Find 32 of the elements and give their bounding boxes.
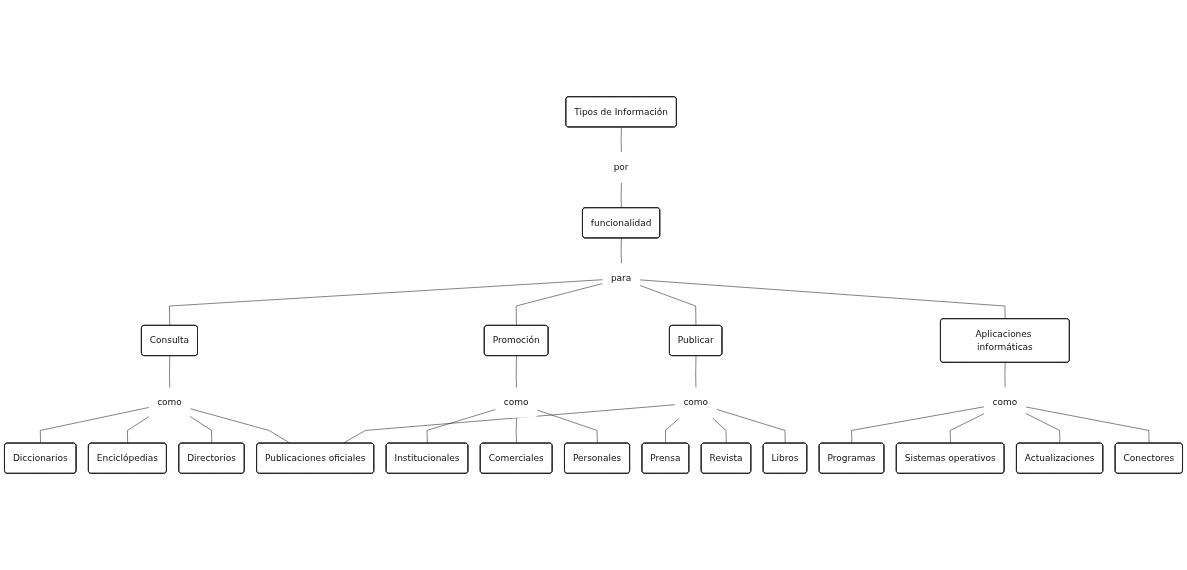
- connector: [1025, 406, 1150, 444]
- node-text: por: [613, 161, 629, 173]
- connector: [665, 417, 680, 444]
- connector: [1025, 413, 1061, 444]
- connector: [515, 417, 517, 444]
- connector: [515, 355, 517, 389]
- connector: [189, 416, 213, 444]
- connector: [127, 416, 150, 444]
- connector: [695, 355, 697, 389]
- node-box: como: [495, 387, 537, 418]
- node-text: como: [992, 397, 1018, 408]
- connector: [169, 279, 604, 326]
- connector: [426, 409, 497, 444]
- connector: [536, 409, 598, 444]
- connector: [639, 285, 697, 326]
- connector: [190, 408, 291, 444]
- connector: [949, 413, 985, 444]
- connector: [639, 279, 1006, 320]
- connector: [1004, 362, 1006, 389]
- connector: [620, 182, 622, 209]
- connector: [620, 237, 622, 264]
- node-text: para: [610, 272, 632, 284]
- connector: [716, 409, 786, 444]
- connector: [40, 407, 150, 444]
- connector: [342, 404, 676, 444]
- node-text: como: [157, 397, 182, 408]
- connector: [712, 417, 727, 444]
- connector: [515, 283, 604, 326]
- connector: [169, 355, 170, 389]
- node-text: como: [683, 397, 709, 408]
- connector: [851, 406, 985, 444]
- connector: [620, 126, 622, 153]
